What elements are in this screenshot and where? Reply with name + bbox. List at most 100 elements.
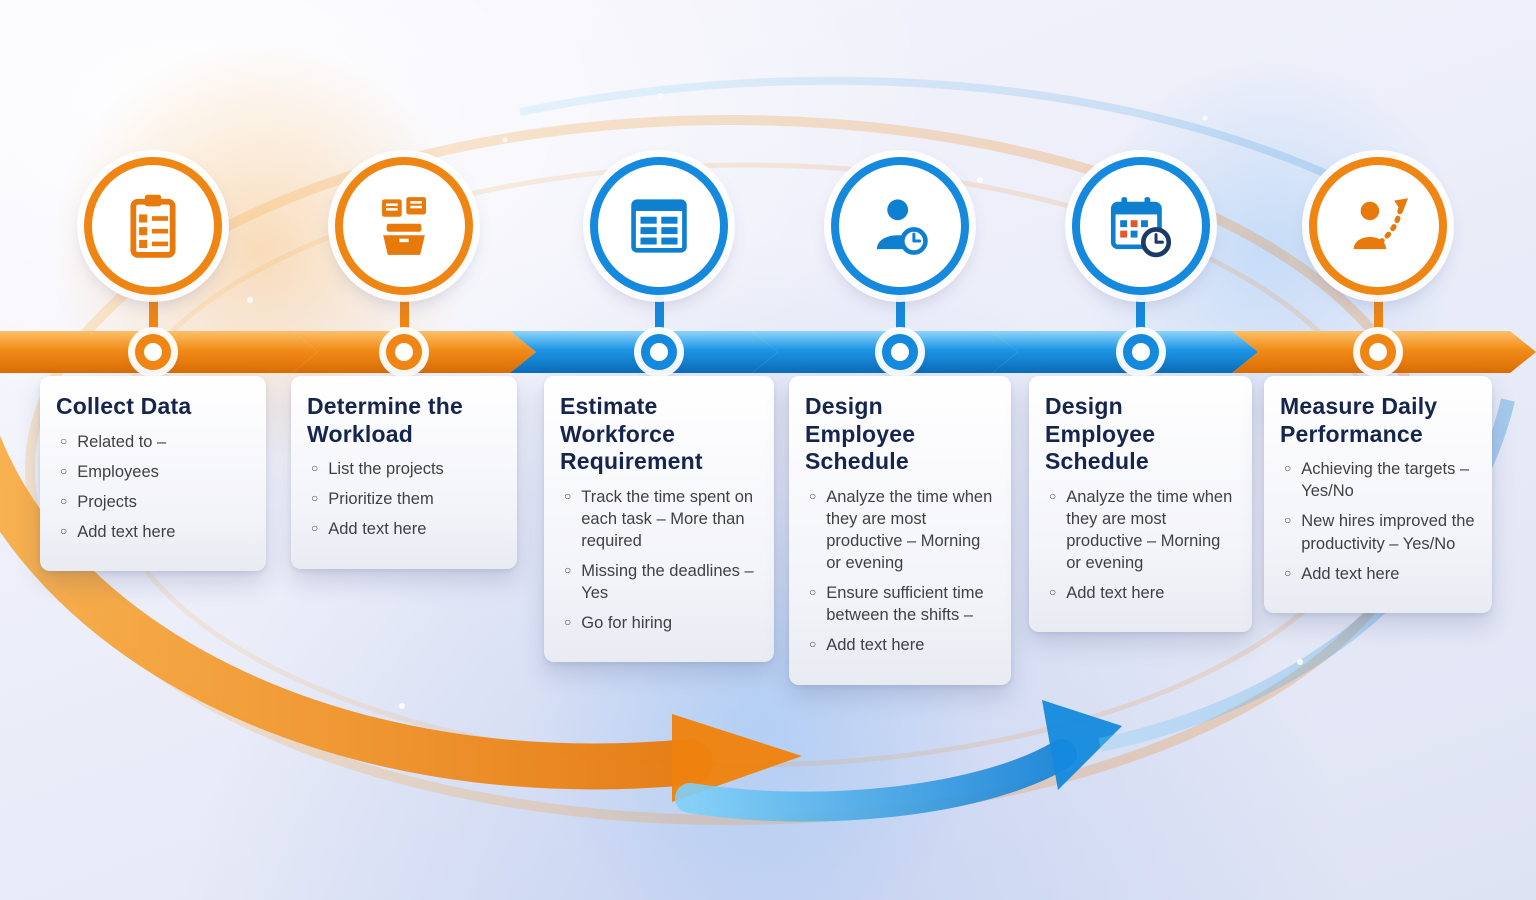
step-card: Collect Data ○ Related to – ○ Employees ○ P… [40, 376, 266, 572]
circle-bullet-icon: ○ [311, 521, 319, 536]
bullet-item: ○ Add text here [1049, 582, 1238, 604]
connector-stem [399, 285, 409, 355]
bullet-text: Employees [77, 462, 159, 481]
bullet-text: Analyze the time when they are most prod… [826, 487, 993, 573]
bullet-item: ○ Analyze the time when they are most pro… [809, 486, 997, 574]
bullet-item: ○ Missing the deadlines – Yes [564, 560, 760, 604]
bullet-text: Related to – [77, 432, 167, 451]
step-bullet-list: ○ Analyze the time when they are most pro… [805, 486, 997, 657]
bullet-item: ○ Analyze the time when they are most pro… [1049, 486, 1238, 574]
circle-bullet-icon: ○ [1284, 565, 1292, 580]
person-clock-icon [862, 188, 938, 264]
bullet-item: ○ Add text here [311, 518, 503, 540]
bullet-item: ○ Related to – [60, 431, 252, 453]
bullet-text: Missing the deadlines – Yes [581, 562, 754, 603]
circle-bullet-icon: ○ [809, 637, 817, 652]
timeline-node [135, 334, 171, 370]
bullet-text: New hires improved the productivity – Ye… [1301, 512, 1475, 553]
bullet-text: Analyze the time when they are most prod… [1066, 487, 1233, 573]
step-title: Design Employee Schedule [1045, 393, 1156, 475]
step-bullet-list: ○ List the projects ○ Prioritize them ○ Add… [307, 458, 503, 540]
step-design-schedule-1: Design Employee Schedule ○ Analyze the ti… [789, 157, 1011, 685]
bullet-text: Add text here [77, 522, 176, 541]
step-icon-circle [335, 157, 473, 295]
step-collect-data: Collect Data ○ Related to – ○ Employees ○ P… [40, 157, 266, 572]
step-design-schedule-2: Design Employee Schedule ○ Analyze the ti… [1029, 157, 1252, 633]
person-growth-chart-icon [1340, 188, 1416, 264]
circle-bullet-icon: ○ [809, 585, 817, 600]
circle-bullet-icon: ○ [564, 488, 572, 503]
step-icon-circle [590, 157, 728, 295]
bullet-text: List the projects [328, 460, 444, 479]
step-measure-performance: Measure Daily Performance ○ Achieving the… [1264, 157, 1492, 613]
connector-stem [654, 285, 664, 355]
bullet-item: ○ Add text here [809, 634, 997, 656]
schedule-board-icon [621, 188, 697, 264]
circle-bullet-icon: ○ [311, 491, 319, 506]
bullet-item: ○ Track the time spent on each task – Mor… [564, 486, 760, 552]
connector-stem [895, 285, 905, 355]
bullet-item: ○ Ensure sufficient time between the shif… [809, 582, 997, 626]
circle-bullet-icon: ○ [60, 433, 68, 448]
timeline-node [386, 334, 422, 370]
circle-bullet-icon: ○ [1049, 585, 1057, 600]
circle-bullet-icon: ○ [60, 493, 68, 508]
step-determine-workload: Determine the Workload ○ List the project… [291, 157, 517, 569]
step-card: Measure Daily Performance ○ Achieving the… [1264, 376, 1492, 613]
step-title: Measure Daily Performance [1280, 393, 1438, 447]
step-bullet-list: ○ Analyze the time when they are most pro… [1045, 486, 1238, 605]
bullet-item: ○ New hires improved the productivity – Y… [1284, 510, 1478, 554]
step-card: Determine the Workload ○ List the project… [291, 376, 517, 569]
step-title: Determine the Workload [307, 393, 463, 447]
step-icon-circle [831, 157, 969, 295]
bullet-item: ○ Add text here [1284, 563, 1478, 585]
circle-bullet-icon: ○ [60, 523, 68, 538]
bullet-item: ○ Achieving the targets – Yes/No [1284, 458, 1478, 502]
step-icon-circle [84, 157, 222, 295]
bullet-item: ○ Employees [60, 461, 252, 483]
bullet-text: Add text here [1301, 564, 1400, 583]
circle-bullet-icon: ○ [1049, 488, 1057, 503]
bullet-text: Add text here [1066, 584, 1165, 603]
timeline-node [1122, 334, 1159, 370]
step-title: Design Employee Schedule [805, 393, 916, 475]
bullet-item: ○ Add text here [60, 521, 252, 543]
bullet-text: Add text here [328, 520, 427, 539]
connector-stem [148, 285, 158, 355]
timeline-node [1360, 334, 1396, 370]
bullet-text: Go for hiring [581, 614, 673, 633]
documents-box-icon [366, 188, 442, 264]
circle-bullet-icon: ○ [1284, 513, 1292, 528]
bullet-text: Track the time spent on each task – More… [581, 487, 754, 550]
step-card: Design Employee Schedule ○ Analyze the ti… [789, 376, 1011, 685]
step-card: Estimate Workforce Requirement ○ Track th… [544, 376, 774, 663]
process-arrow-band [0, 331, 1536, 373]
step-icon-circle [1071, 157, 1210, 295]
connector-stem [1373, 285, 1383, 355]
circle-bullet-icon: ○ [311, 461, 319, 476]
bullet-text: Add text here [826, 636, 925, 655]
step-bullet-list: ○ Achieving the targets – Yes/No ○ New hir… [1280, 458, 1478, 585]
step-icon-circle [1309, 157, 1447, 295]
step-title: Estimate Workforce Requirement [560, 393, 703, 475]
bullet-item: ○ List the projects [311, 458, 503, 480]
circle-bullet-icon: ○ [1284, 461, 1292, 476]
step-bullet-list: ○ Track the time spent on each task – Mor… [560, 486, 760, 635]
timeline-node [641, 334, 677, 370]
bullet-text: Projects [77, 492, 137, 511]
circle-bullet-icon: ○ [60, 463, 68, 478]
step-bullet-list: ○ Related to – ○ Employees ○ Projects ○ Add … [56, 431, 252, 543]
circle-bullet-icon: ○ [809, 488, 817, 503]
bullet-item: ○ Projects [60, 491, 252, 513]
calendar-clock-icon [1103, 188, 1179, 264]
circle-bullet-icon: ○ [564, 563, 572, 578]
bullet-text: Achieving the targets – Yes/No [1301, 460, 1470, 501]
bullet-item: ○ Go for hiring [564, 612, 760, 634]
bullet-text: Ensure sufficient time between the shift… [826, 584, 984, 625]
circle-bullet-icon: ○ [564, 615, 572, 630]
bullet-text: Prioritize them [328, 490, 434, 509]
connector-stem [1136, 285, 1145, 355]
step-title: Collect Data [56, 393, 192, 419]
step-card: Design Employee Schedule ○ Analyze the ti… [1029, 376, 1252, 633]
